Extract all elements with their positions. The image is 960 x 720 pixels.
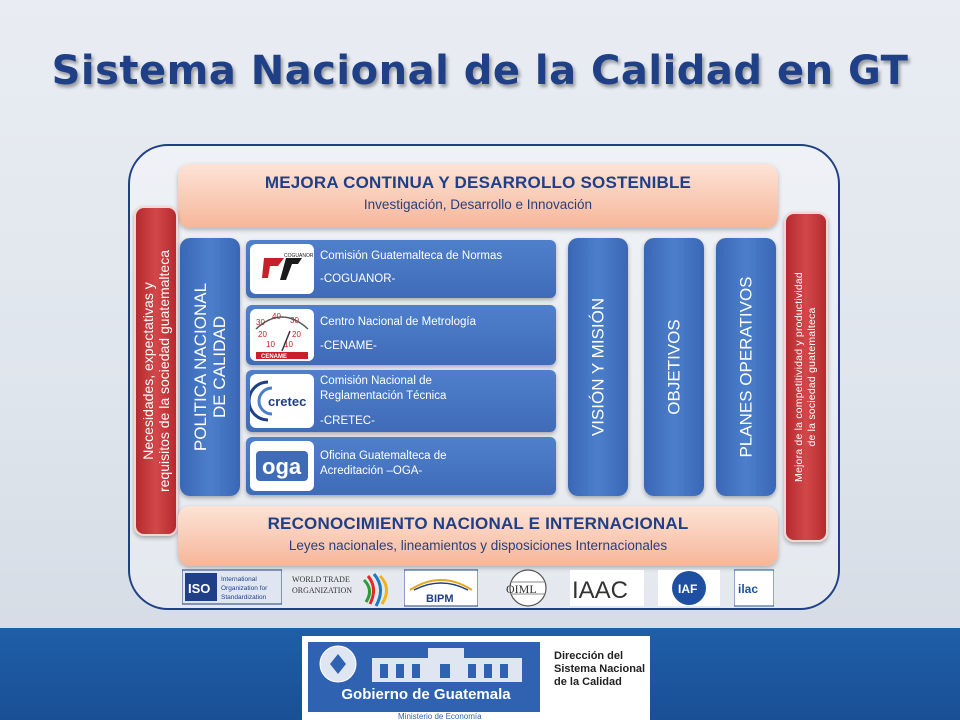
cretec-acronym: -CRETEC-	[320, 415, 375, 427]
wto-line-1: WORLD TRADE	[292, 575, 350, 584]
needs-text: Necesidades, expectativas y requisitos d…	[140, 211, 172, 531]
cename-logo: 30 40 30 20 20 10 10 CENAME	[250, 309, 314, 361]
politica-column: POLITICA NACIONAL DE CALIDAD	[180, 238, 240, 496]
top-band-subtitle: Investigación, Desarrollo e Innovación	[363, 197, 593, 212]
iso-logo: ISO International Organization for Stand…	[182, 569, 282, 605]
iso-text-3: Standardization	[221, 594, 267, 601]
coguanor-box: COGUANOR Comisión Guatemalteca de Normas…	[246, 240, 556, 298]
oga-box: oga Oficina Guatemalteca de Acreditación…	[246, 437, 556, 495]
oiml-logo: OIML	[506, 569, 547, 607]
direction-line-1: Dirección del	[554, 650, 624, 662]
wto-logo: WORLD TRADE ORGANIZATION	[292, 573, 388, 607]
oiml-text: OIML	[506, 582, 537, 596]
cename-acronym: -CENAME-	[320, 340, 377, 352]
competitiveness-text: Mejora de la competitividad y productivi…	[793, 217, 819, 537]
cretec-box: cretec Comisión Nacional de Reglamentaci…	[246, 370, 556, 432]
iaf-text: IAF	[678, 582, 697, 596]
direction-line-2: Sistema Nacional	[554, 663, 646, 675]
needs-line-1: Necesidades, expectativas y	[140, 282, 156, 460]
top-band-title: MEJORA CONTINUA Y DESARROLLO SOSTENIBLE	[264, 173, 692, 192]
needs-bar: Necesidades, expectativas y requisitos d…	[134, 206, 178, 536]
politica-line-2: DE CALIDAD	[210, 315, 229, 419]
iaac-logo: IAAC	[570, 570, 644, 606]
cretec-logo: cretec	[247, 374, 314, 428]
top-band: MEJORA CONTINUA Y DESARROLLO SOSTENIBLE …	[178, 164, 778, 228]
cretec-logo-text: cretec	[268, 394, 306, 409]
cename-num-20b: 20	[292, 330, 301, 339]
oga-logo-text: oga	[262, 454, 302, 479]
iso-text-2: Organization for	[221, 585, 268, 592]
objetivos-column: OBJETIVOS	[644, 238, 704, 496]
competitiveness-bar: Mejora de la competitividad y productivi…	[784, 212, 828, 542]
bottom-band: RECONOCIMIENTO NACIONAL E INTERNACIONAL …	[178, 506, 778, 566]
politica-text: POLITICA NACIONAL DE CALIDAD	[191, 242, 229, 492]
cretec-name-2: Reglamentación Técnica	[320, 390, 447, 402]
direction-line-3: de la Calidad	[554, 676, 622, 688]
iso-mark: ISO	[188, 581, 210, 596]
coguanor-logo-text: COGUANOR	[284, 253, 314, 259]
iaac-text: IAAC	[572, 577, 628, 604]
cename-num-30: 30	[256, 318, 265, 327]
page-title: Sistema Nacional de la Calidad en GT	[51, 48, 909, 94]
cename-num-10b: 10	[284, 340, 293, 349]
ilac-text: ilac	[738, 582, 758, 596]
oga-logo: oga	[250, 441, 314, 491]
vision-column: VISIÓN Y MISIÓN	[568, 238, 628, 496]
oga-name-2: Acreditación –OGA-	[320, 465, 423, 477]
planes-column: PLANES OPERATIVOS	[716, 238, 776, 496]
ministry-name: Ministerio de Economía	[398, 712, 482, 720]
cretec-name-1: Comisión Nacional de	[320, 375, 432, 387]
cename-num-40: 40	[272, 312, 281, 321]
cename-box: 30 40 30 20 20 10 10 CENAME Centro Nacio…	[246, 305, 556, 365]
cename-num-20: 20	[258, 330, 267, 339]
oga-name-1: Oficina Guatemalteca de	[320, 450, 447, 462]
planes-text: PLANES OPERATIVOS	[736, 276, 756, 458]
needs-line-2: requisitos de la sociedad guatemalteca	[156, 249, 172, 493]
iaf-logo: IAF	[658, 570, 720, 606]
iso-text-1: International	[221, 576, 257, 583]
coguanor-logo: COGUANOR	[250, 244, 314, 294]
bipm-logo: BIPM	[404, 569, 478, 607]
competitiveness-line-2: de la sociedad guatemalteca	[806, 307, 818, 447]
cename-logo-text: CENAME	[261, 354, 287, 360]
bipm-text: BIPM	[426, 593, 454, 605]
ilac-logo: ilac	[734, 569, 774, 607]
government-logo-card: Gobierno de Guatemala Ministerio de Econ…	[302, 636, 650, 720]
coguanor-name: Comisión Guatemalteca de Normas	[320, 250, 503, 262]
coguanor-acronym: -COGUANOR-	[320, 273, 396, 285]
palace-icon	[319, 645, 522, 683]
cename-name: Centro Nacional de Metrología	[320, 316, 476, 328]
direction-title: Dirección del Sistema Nacional de la Cal…	[554, 650, 645, 689]
cename-num-10: 10	[266, 340, 275, 349]
objetivos-text: OBJETIVOS	[664, 319, 684, 415]
politica-line-1: POLITICA NACIONAL	[191, 282, 210, 452]
wto-line-2: ORGANIZATION	[292, 586, 352, 595]
competitiveness-line-1: Mejora de la competitividad y productivi…	[793, 272, 805, 482]
government-name: Gobierno de Guatemala	[341, 686, 511, 703]
bottom-band-subtitle: Leyes nacionales, lineamientos y disposi…	[288, 538, 668, 553]
bottom-band-title: RECONOCIMIENTO NACIONAL E INTERNACIONAL	[267, 514, 689, 533]
government-logo-block: Gobierno de Guatemala	[308, 642, 540, 712]
vision-text: VISIÓN Y MISIÓN	[588, 297, 608, 437]
